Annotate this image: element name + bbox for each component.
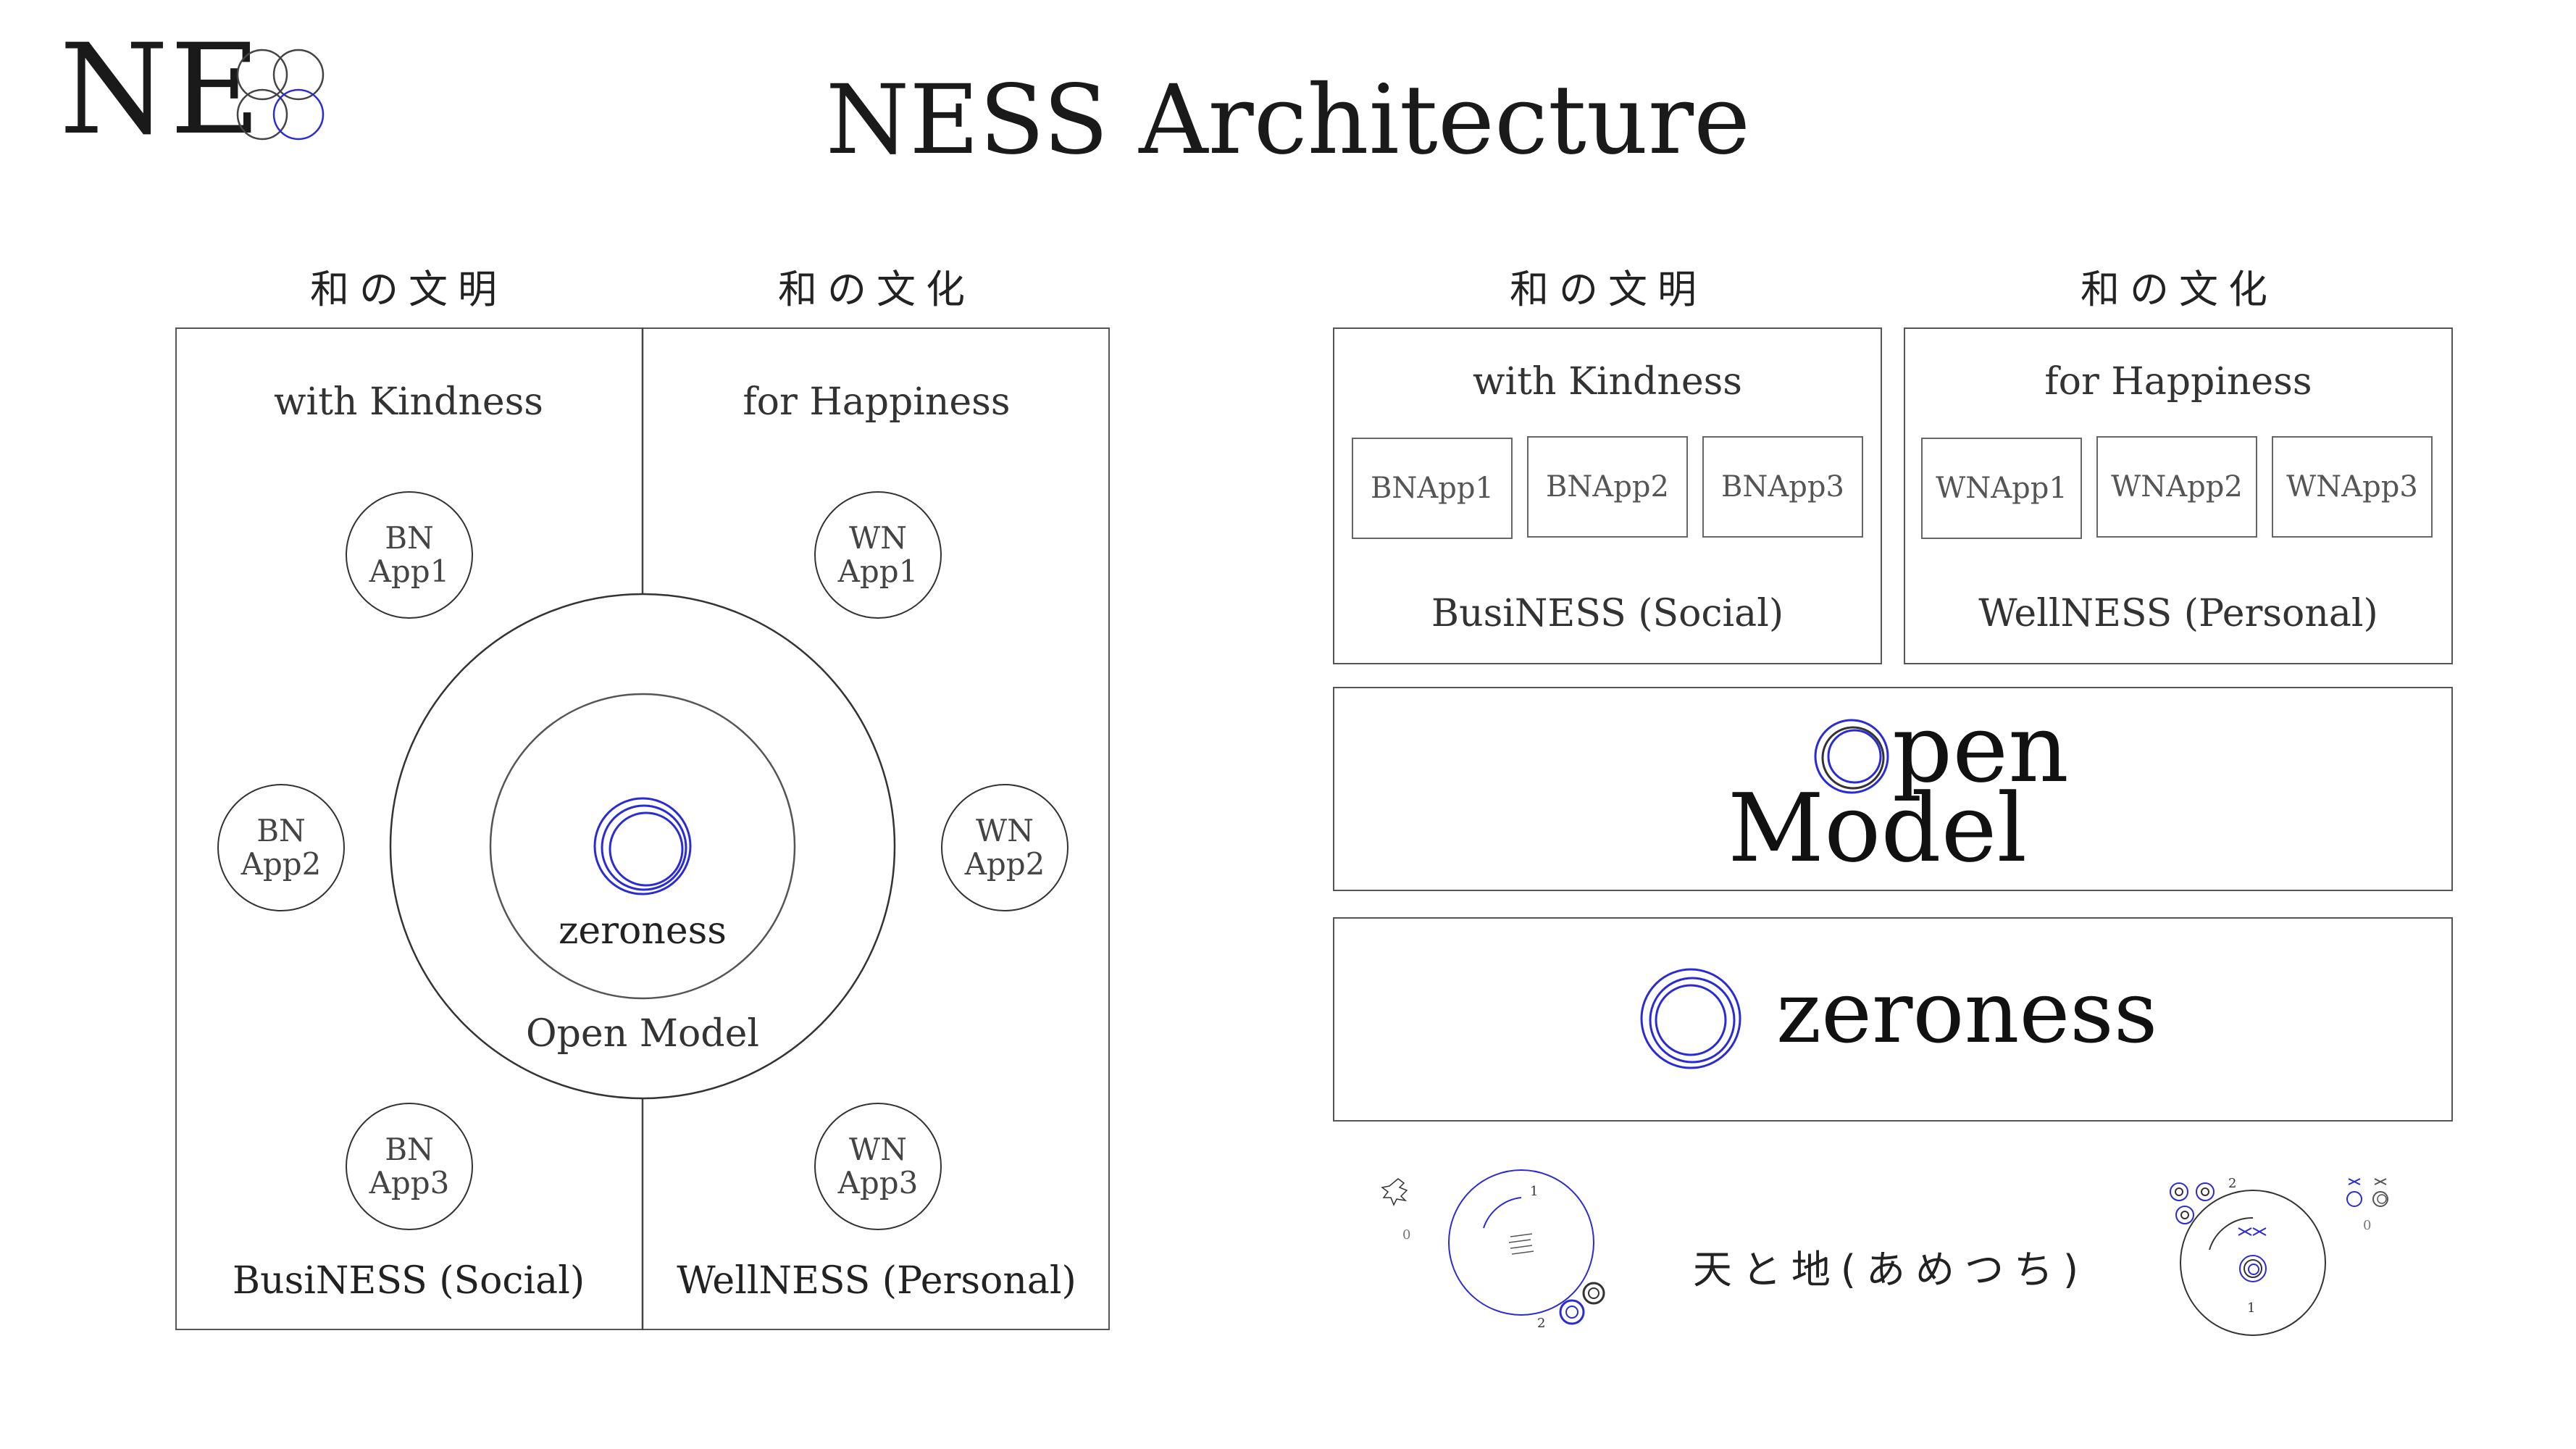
logo-rings-icon [236,49,325,141]
wellness-label-personal: WellNESS (Personal) [1978,592,2378,635]
left-label-for-happiness: for Happiness [743,380,1011,424]
open-model-o-rings-icon [1814,719,1889,794]
open-model-text-pen: pen [1892,693,2069,803]
zeroness-text: zeroness [1776,962,2158,1062]
bnapp1-box: BNApp1 [1352,438,1513,539]
bn-app2-node: BN App2 [217,784,345,911]
left-header-civilization: 和の文明 [310,267,507,312]
left-mark-two: 2 [1537,1316,1545,1331]
wn-app2-node: WN App2 [941,784,1069,911]
bn-app2-line1: BN [256,812,306,848]
heaven-earth-right-icon: 2 1 0 [2170,1176,2388,1336]
left-label-zeroness: zeroness [559,909,727,953]
wellness-label-for-happiness: for Happiness [2044,360,2312,404]
logo-text: NE [59,17,263,162]
business-label-with-kindness: with Kindness [1473,360,1742,404]
bnapp3-box: BNApp3 [1702,436,1863,538]
right-mark-two: 2 [2228,1176,2236,1191]
bn-app3-node: BN App3 [346,1103,473,1230]
left-header-culture: 和の文化 [778,267,975,312]
heaven-earth-left-icon: 0 1 2 [1381,1169,1605,1331]
wnapp2-box: WNApp2 [2096,436,2257,538]
wn-app2-line2: App2 [964,846,1045,882]
left-label-with-kindness: with Kindness [274,380,543,424]
bn-app3-line2: App3 [369,1165,450,1200]
wn-app2-line1: WN [976,812,1034,848]
left-label-wellness: WellNESS (Personal) [677,1259,1076,1303]
left-mark-one: 1 [1530,1184,1538,1199]
right-header-civilization: 和の文明 [1510,267,1707,312]
page-title: NESS Architecture [825,64,1751,176]
wn-app3-node: WN App3 [814,1103,942,1230]
bn-app1-node: BN App1 [346,491,473,619]
wn-app3-line2: App3 [837,1165,919,1200]
wnapp1-box: WNApp1 [1921,438,2082,539]
bn-app2-line2: App2 [241,846,322,882]
zeroness-large-rings-icon [1640,968,1741,1069]
left-label-business: BusiNESS (Social) [232,1259,585,1303]
left-mark-zero: 0 [1402,1227,1410,1243]
open-model-box [1333,687,2453,891]
open-model-text-model: Model [1728,773,2028,883]
business-label-social: BusiNESS (Social) [1431,592,1784,635]
zeroness-box [1333,917,2453,1122]
wn-app3-line1: WN [849,1131,907,1167]
bn-app1-line1: BN [385,519,434,556]
wn-app1-line2: App1 [837,554,919,589]
zeroness-rings-icon [593,797,692,895]
bnapp2-box: BNApp2 [1527,436,1688,538]
wn-app1-node: WN App1 [814,491,942,619]
right-mark-zero: 0 [2363,1218,2371,1233]
heaven-earth-caption: 天と地(あめつち) [1692,1247,2089,1293]
right-mark-one: 1 [2247,1300,2255,1316]
bn-app3-line1: BN [385,1131,434,1167]
wellness-box [1904,327,2453,664]
wn-app1-line1: WN [849,519,907,556]
right-header-culture: 和の文化 [2081,267,2278,312]
bn-app1-line2: App1 [369,554,450,589]
wnapp3-box: WNApp3 [2272,436,2433,538]
business-box [1333,327,1882,664]
left-label-open-model: Open Model [526,1012,759,1056]
